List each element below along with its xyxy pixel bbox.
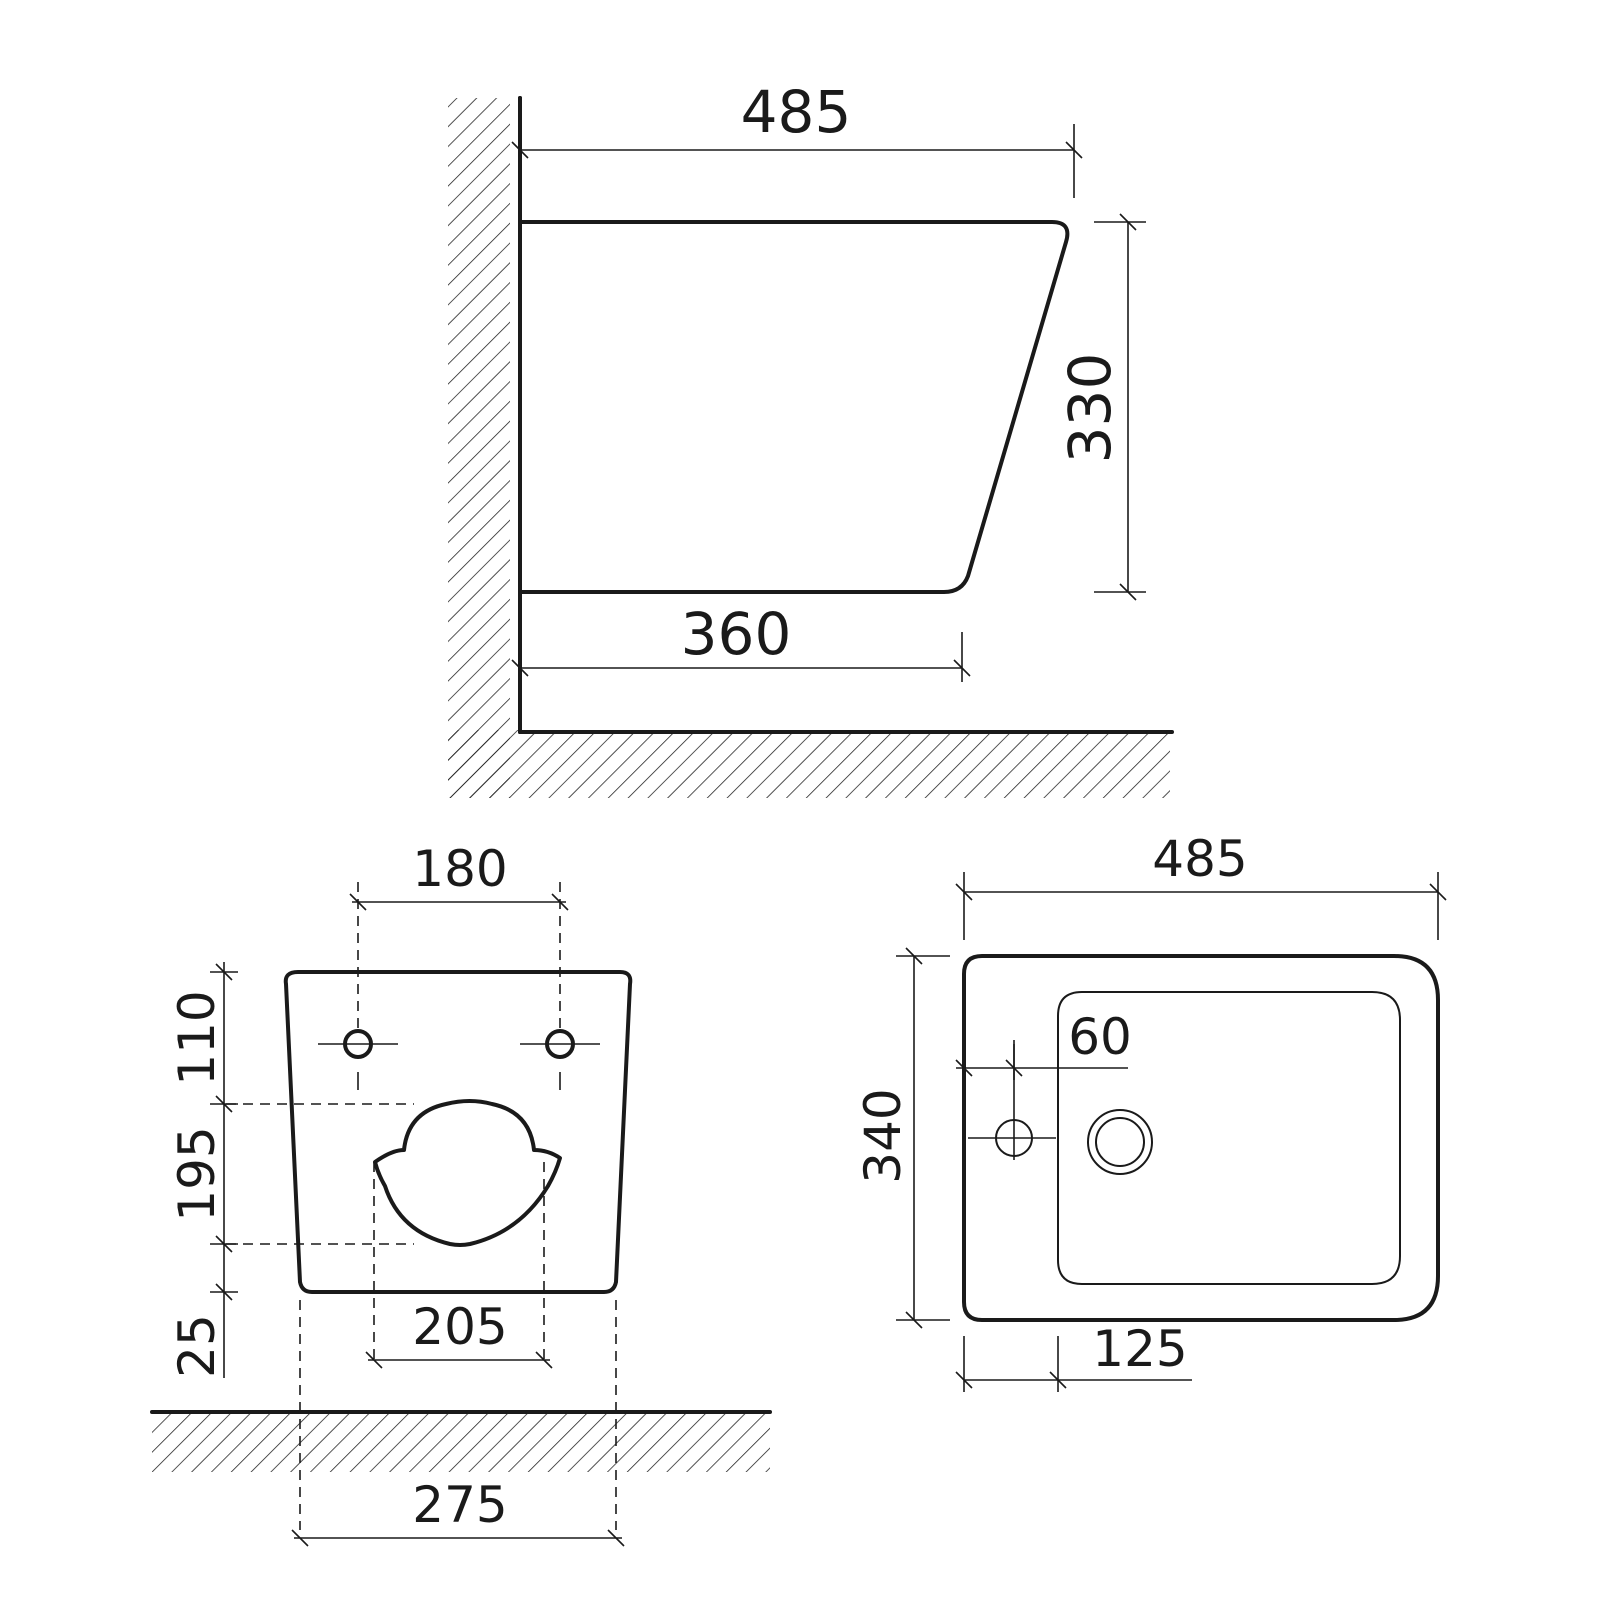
bowl-top-outline: [962, 954, 1440, 1322]
inner-basin: [1057, 991, 1401, 1285]
side-depth-top-label: 485: [741, 78, 852, 146]
bowl-side-profile: [518, 220, 1070, 594]
side-height-label: 330: [1056, 353, 1124, 464]
side-view: 485 330 360: [448, 78, 1182, 798]
wall-hatch: [448, 98, 510, 798]
front-view: 180 110 195 25 205 275: [150, 840, 772, 1547]
drain-outer-icon: [1087, 1109, 1153, 1175]
drain-offset-label: 125: [1092, 1320, 1187, 1378]
outlet-width-label: 205: [412, 1298, 507, 1356]
outlet-height-label: 195: [168, 1126, 226, 1221]
side-depth-bottom-label: 360: [681, 600, 792, 668]
top-width-label: 340: [854, 1088, 912, 1183]
outlet-from-bottom-label: 25: [168, 1314, 226, 1378]
top-length-label: 485: [1152, 830, 1247, 888]
floor-hatch: [448, 730, 1170, 798]
front-floor-hatch: [152, 1412, 770, 1472]
bolt-spacing-label: 180: [412, 840, 507, 898]
tap-offset-label: 60: [1068, 1008, 1132, 1066]
outlet-opening: [373, 1099, 562, 1247]
top-view: 485 340 60 125: [854, 830, 1447, 1392]
bolt-from-top-label: 110: [168, 990, 226, 1085]
bowl-front-outline: [283, 970, 633, 1294]
body-width-label: 275: [412, 1476, 507, 1534]
drain-inner-icon: [1095, 1117, 1145, 1167]
